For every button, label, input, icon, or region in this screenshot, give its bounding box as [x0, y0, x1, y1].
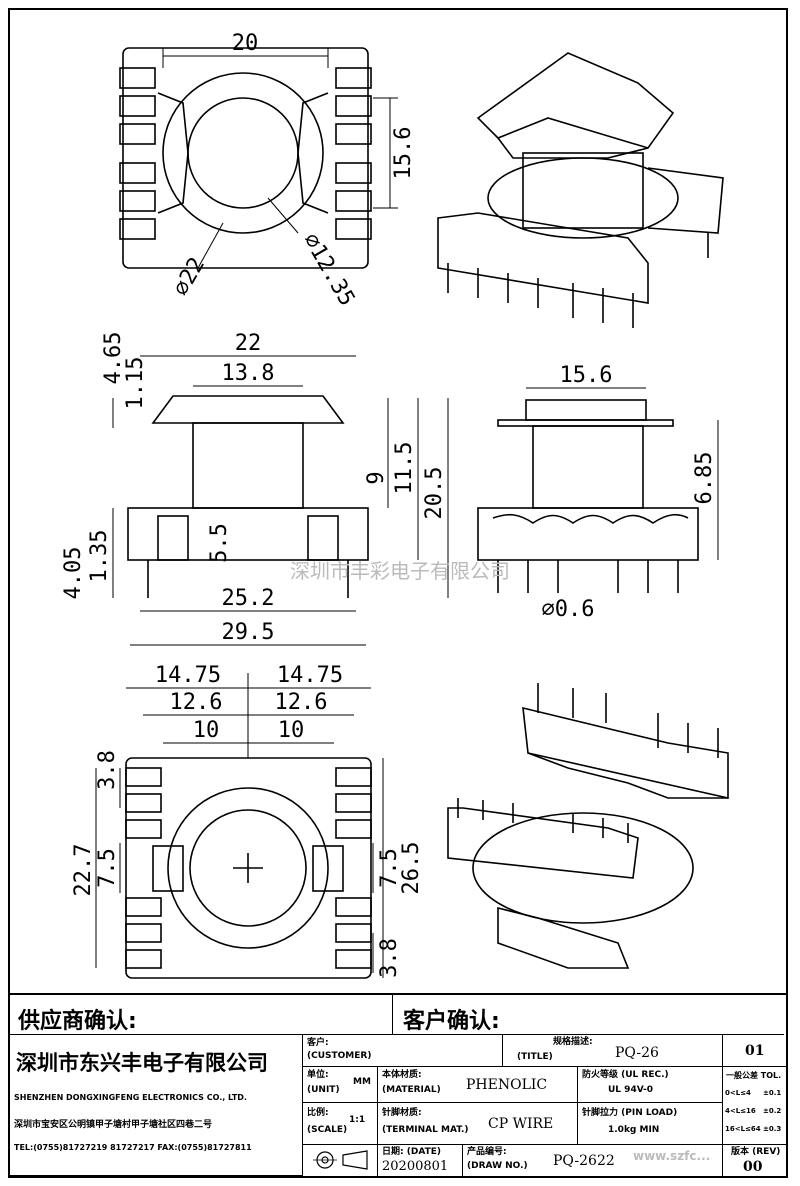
company-name-en: SHENZHEN DONGXINGFENG ELECTRONICS CO., L…: [14, 1093, 247, 1102]
dim-inner-diameter: ⌀12.35: [298, 229, 359, 310]
dim-bot-14-75-left: 14.75: [155, 663, 221, 688]
company-name-cn: 深圳市东兴丰电子有限公司: [16, 1051, 268, 1075]
dim-top-height: 15.6: [391, 127, 416, 180]
dim-side-4-05: 4.05: [61, 547, 86, 600]
dim-side-11-5: 11.5: [392, 442, 417, 495]
dim-side-13-8: 13.8: [222, 361, 275, 386]
dim-bot-12-6-right: 12.6: [275, 690, 328, 715]
bottom-view: [95, 673, 384, 979]
drawing-frame: [8, 8, 788, 1178]
dim-bot-14-75-right: 14.75: [277, 663, 343, 688]
tol1-value: ±0.1: [763, 1089, 782, 1097]
side-view: [112, 355, 449, 646]
dim-side-1-15: 1.15: [123, 357, 148, 410]
dim-pin-diameter: ⌀0.6: [542, 597, 595, 622]
terminal-label-en: (TERMINAL MAT.): [382, 1125, 469, 1135]
terminal-value: CP WIRE: [488, 1116, 554, 1132]
title-value: PQ-26: [615, 1045, 659, 1061]
dim-side-4-65: 4.65: [101, 332, 126, 385]
customer-cell: 客户: (CUSTOMER): [303, 1035, 503, 1067]
tol3-range: 16<L≤64: [725, 1125, 761, 1133]
material-value: PHENOLIC: [466, 1077, 548, 1093]
date-cell: 日期: (DATE) 20200801: [378, 1145, 463, 1176]
tol2-range: 4<L≤16: [725, 1107, 756, 1115]
dim-top-width: 20: [232, 31, 259, 56]
pinload-label: 针脚拉力 (PIN LOAD): [582, 1108, 678, 1118]
pinload-value: 1.0kg MIN: [608, 1125, 660, 1135]
material-label: 本体材质:: [382, 1070, 422, 1080]
projection-symbol-icon: [313, 1150, 368, 1170]
dim-outer-diameter: ⌀22: [169, 253, 211, 300]
watermark-text: 深圳市丰彩电子有限公司: [290, 559, 510, 583]
date-label: 日期: (DATE): [382, 1147, 441, 1157]
dim-side-1-35: 1.35: [87, 530, 112, 583]
flame-label: 防火等级 (UL REC.): [582, 1070, 669, 1080]
drawno-cell: 产品编号: (DRAW NO.) PQ-2622 www.szfc...: [463, 1145, 723, 1176]
dim-front-6-85: 6.85: [692, 452, 717, 505]
tolerance-label: 一般公差 TOL.: [726, 1071, 782, 1080]
spec-label: 规格描述:: [553, 1037, 593, 1047]
drawno-label-en: (DRAW NO.): [467, 1161, 528, 1171]
dim-bot-10-left: 10: [193, 718, 220, 743]
title-block: 供应商确认: 客户确认: 深圳市东兴丰电子有限公司 SHENZHEN DONGX…: [8, 993, 788, 1178]
rev-cell: 版本 (REV) 00: [723, 1145, 788, 1176]
material-cell: 本体材质: (MATERIAL) PHENOLIC: [378, 1067, 578, 1103]
terminal-label: 针脚材质:: [382, 1108, 422, 1118]
unit-value: MM: [353, 1077, 371, 1087]
customer-confirm: 客户确认:: [393, 995, 784, 1035]
tolerance-cell: 一般公差 TOL. 0<L≤4 ±0.1 4<L≤16 ±0.2 16<L≤64…: [723, 1067, 788, 1145]
title-cell: 规格描述: (TITLE) PQ-26: [503, 1035, 723, 1067]
sheet-number: 01: [723, 1035, 788, 1067]
scale-label: 比例:: [307, 1108, 329, 1118]
dim-front-15-6: 15.6: [560, 363, 613, 388]
dim-bot-22-7: 22.7: [71, 844, 96, 897]
dim-bot-10-right: 10: [278, 718, 305, 743]
technical-drawing: 20 15.6 ⌀22 ⌀12.35 4.65 1.15 22 13.8 9 1…: [61, 31, 729, 979]
dim-side-20-5: 20.5: [422, 467, 447, 520]
dim-bot-3-8-top: 3.8: [95, 750, 120, 790]
company-block: 深圳市东兴丰电子有限公司 SHENZHEN DONGXINGFENG ELECT…: [8, 1035, 303, 1176]
dim-bot-26-5: 26.5: [399, 842, 424, 895]
front-view: [477, 387, 719, 593]
projection-symbol-cell: [303, 1145, 378, 1176]
tol3-value: ±0.3: [763, 1125, 782, 1133]
tol2-value: ±0.2: [763, 1107, 782, 1115]
unit-label: 单位:: [307, 1070, 329, 1080]
customer-label-en: (CUSTOMER): [307, 1051, 372, 1061]
supplier-confirm: 供应商确认:: [8, 995, 393, 1035]
title-label-en: (TITLE): [517, 1052, 553, 1062]
scale-value: 1:1: [349, 1115, 366, 1125]
dim-bot-7-5-right: 7.5: [377, 848, 402, 888]
terminal-cell: 针脚材质: (TERMINAL MAT.) CP WIRE: [378, 1103, 578, 1145]
dim-bot-12-6-left: 12.6: [170, 690, 223, 715]
unit-label-en: (UNIT): [307, 1085, 340, 1095]
dim-side-22: 22: [235, 331, 262, 356]
dim-side-29-5: 29.5: [222, 620, 275, 645]
flame-cell: 防火等级 (UL REC.) UL 94V-0: [578, 1067, 723, 1103]
tol1-range: 0<L≤4: [725, 1089, 751, 1097]
rev-value: 00: [743, 1159, 763, 1175]
unit-cell: 单位: (UNIT) MM: [303, 1067, 378, 1103]
iso-view-top: [437, 52, 724, 328]
scale-cell: 比例: (SCALE) 1:1: [303, 1103, 378, 1145]
scale-label-en: (SCALE): [307, 1125, 348, 1135]
dim-side-25-2: 25.2: [222, 586, 275, 611]
site-watermark: www.szfc...: [633, 1149, 711, 1163]
dim-side-9: 9: [364, 471, 389, 484]
drawno-label: 产品编号:: [467, 1147, 507, 1157]
drawno-value: PQ-2622: [553, 1153, 615, 1169]
dim-bot-7-5-left: 7.5: [95, 848, 120, 888]
dim-side-5-5: 5.5: [207, 523, 232, 563]
customer-label: 客户:: [307, 1038, 329, 1048]
company-address: 深圳市宝安区公明镇甲子塘村甲子塘社区四巷二号: [14, 1120, 213, 1130]
dim-bot-3-8-bottom: 3.8: [377, 938, 402, 978]
iso-view-bottom: [447, 683, 729, 969]
date-value: 20200801: [382, 1159, 449, 1174]
flame-value: UL 94V-0: [608, 1085, 654, 1095]
rev-label: 版本 (REV): [731, 1147, 781, 1157]
top-view: [119, 47, 398, 269]
material-label-en: (MATERIAL): [382, 1085, 441, 1095]
pinload-cell: 针脚拉力 (PIN LOAD) 1.0kg MIN: [578, 1103, 723, 1145]
company-phone: TEL:(0755)81727219 81727217 FAX:(0755)81…: [14, 1143, 252, 1152]
